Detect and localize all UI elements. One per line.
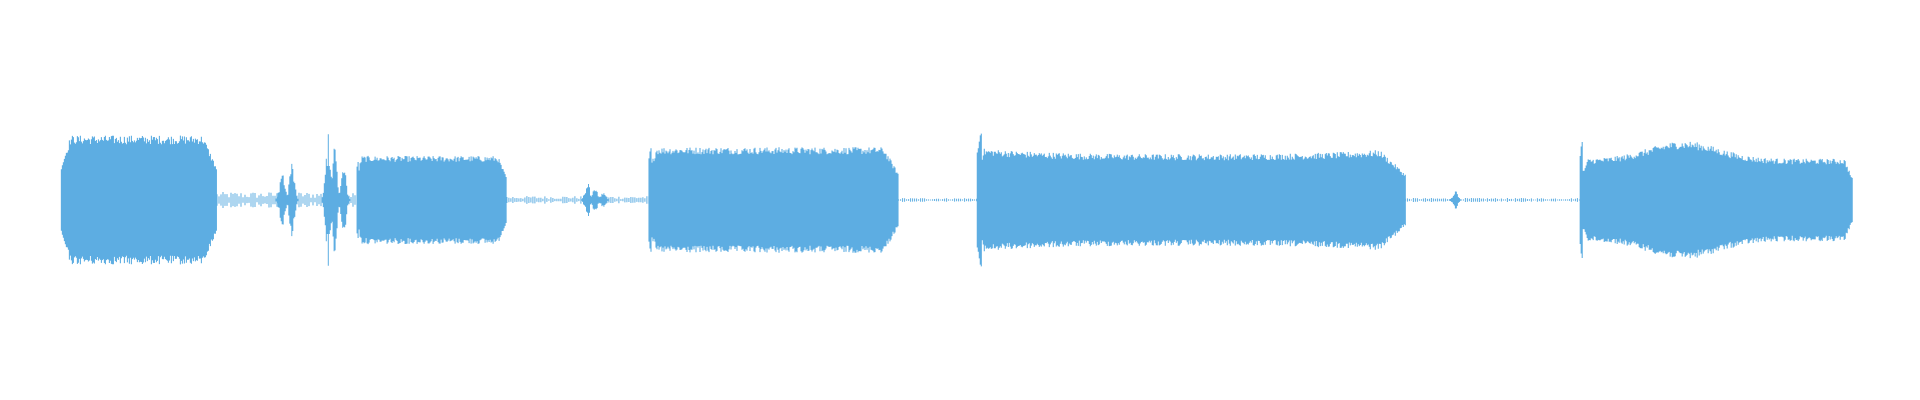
waveform-block-5 <box>1579 141 1853 259</box>
waveform-gap-silence-2 <box>1404 198 1580 202</box>
waveform-spike-gap-clicks-1-4 <box>337 172 351 228</box>
waveform-block-4 <box>976 133 1406 267</box>
waveform-block-2 <box>356 155 507 245</box>
waveform-gap-silence-1 <box>898 198 978 202</box>
waveform-spike-gap-clicks-1-1 <box>285 163 299 237</box>
waveform-block-1 <box>60 135 217 265</box>
waveform-spike-gap-silence-2-0 <box>1448 191 1462 209</box>
waveform-block-3 <box>648 147 899 253</box>
waveform-spike-gap-clicks-2-2 <box>596 193 610 207</box>
waveform-gap-clicks-2 <box>506 196 650 204</box>
